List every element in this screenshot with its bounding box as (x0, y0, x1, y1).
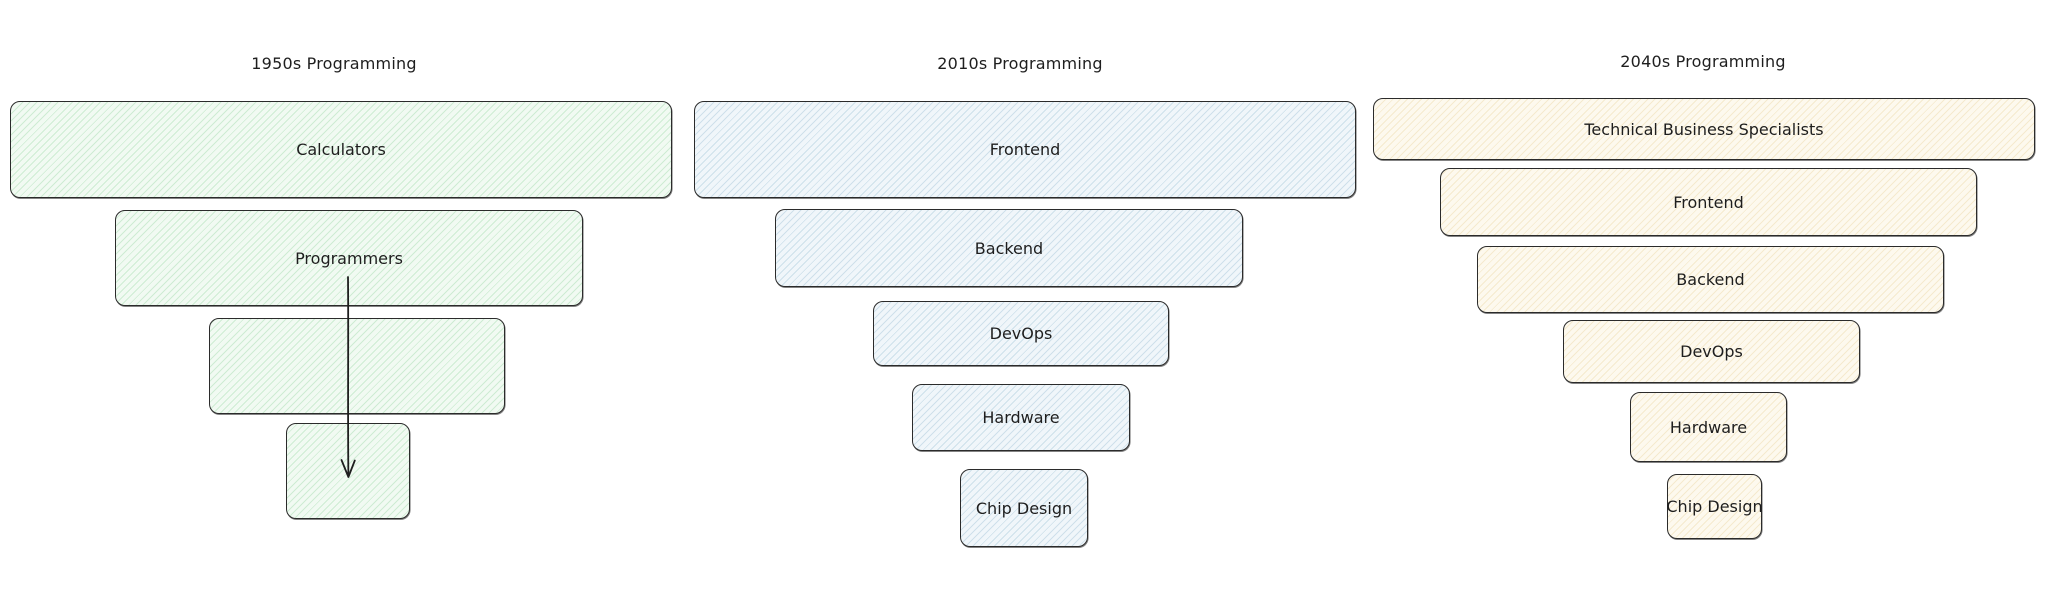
layer-label: Frontend (989, 140, 1061, 159)
column-title-2040s: 2040s Programming (1620, 52, 1786, 71)
layer-label: Technical Business Specialists (1584, 119, 1824, 139)
column-title-1950s: 1950s Programming (251, 54, 417, 73)
layer-label: Calculators (296, 140, 386, 159)
layer-empty-1950s-4[interactable] (286, 423, 410, 519)
layer-label: Programmers (295, 248, 403, 268)
layer-chip-design-2040s[interactable]: Chip Design (1666, 474, 1763, 539)
layer-label: Backend (1676, 270, 1745, 289)
layer-devops-2010s[interactable]: DevOps (873, 301, 1169, 366)
column-title-2010s: 2010s Programming (937, 54, 1103, 73)
layer-label: Frontend (1673, 192, 1744, 212)
layer-empty-1950s-3[interactable] (209, 318, 505, 414)
layer-label: Chip Design (1666, 497, 1763, 516)
layer-calculators[interactable]: Calculators (10, 101, 672, 198)
layer-backend-2040s[interactable]: Backend (1477, 246, 1944, 313)
layer-chip-design-2010s[interactable]: Chip Design (960, 469, 1088, 547)
layer-label: Backend (974, 238, 1044, 258)
layer-label: Chip Design (975, 498, 1073, 518)
layer-programmers[interactable]: Programmers (115, 210, 583, 306)
layer-devops-2040s[interactable]: DevOps (1563, 320, 1860, 383)
layer-hardware-2040s[interactable]: Hardware (1630, 392, 1787, 462)
layer-label: DevOps (1680, 342, 1743, 361)
layer-label: DevOps (989, 324, 1053, 343)
layer-label: Hardware (1669, 417, 1748, 437)
layer-hardware-2010s[interactable]: Hardware (912, 384, 1130, 451)
layer-backend-2010s[interactable]: Backend (775, 209, 1243, 287)
layer-frontend-2010s[interactable]: Frontend (694, 101, 1356, 198)
layer-technical-business-specialists[interactable]: Technical Business Specialists (1373, 98, 2035, 160)
layer-frontend-2040s[interactable]: Frontend (1440, 168, 1977, 236)
layer-label: Hardware (982, 408, 1060, 427)
